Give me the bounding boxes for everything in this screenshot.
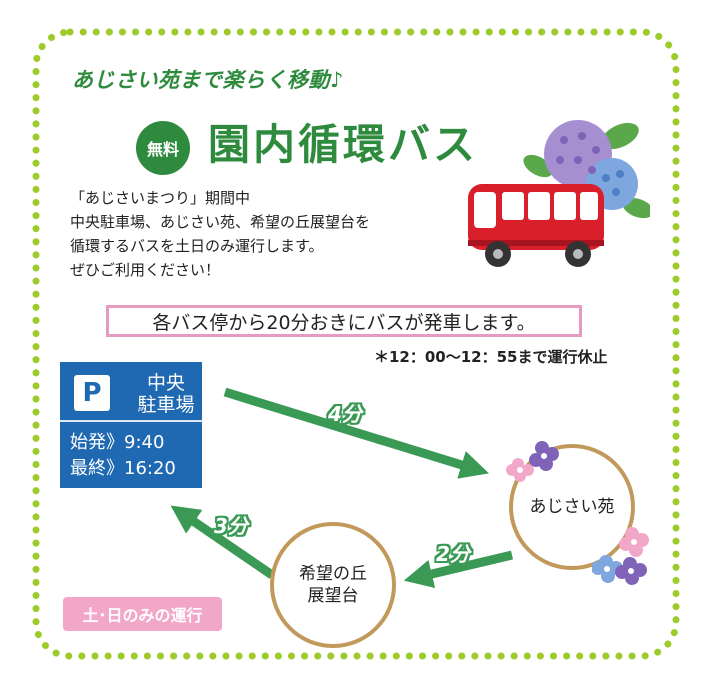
hydrangea-icon [523, 120, 650, 219]
parking-icon: P [74, 375, 110, 411]
description: 「あじさいまつり」期間中 中央駐車場、あじさい苑、希望の丘展望台を 循環するバス… [70, 186, 370, 282]
arrow-icon [403, 550, 514, 589]
arrow-icon [223, 387, 490, 479]
flower-icon [506, 441, 559, 482]
description-line: ぜひご利用ください！ [70, 261, 221, 279]
divider [60, 420, 202, 422]
first-bus: 始発》9:40 [70, 432, 165, 453]
parking-card: P 中央 駐車場 始発》9:40 最終》16:20 [60, 362, 202, 488]
parking-name: 中央 駐車場 [137, 372, 195, 416]
service-break-note: ＊12：00～12：55まで運行休止 [374, 348, 608, 366]
description-line: 「あじさいまつり」期間中 [70, 189, 251, 207]
page-title: 園内循環バス [208, 120, 479, 169]
free-badge: 無料 [136, 121, 190, 175]
last-bus: 最終》16:20 [70, 458, 176, 479]
duration-label: 4分 [328, 402, 362, 426]
duration-label: 3分 [214, 514, 248, 538]
description-line: 循環するバスを土日のみ運行します。 [70, 237, 324, 255]
stop-label: 希望の丘 展望台 [299, 564, 367, 606]
stop-label: あじさい苑 [529, 497, 615, 517]
frequency-notice: 各バス停から20分おきにバスが発車します。 [106, 305, 582, 337]
duration-label: 2分 [436, 542, 470, 566]
arrow-icon [170, 505, 275, 579]
description-line: 中央駐車場、あじさい苑、希望の丘展望台を [70, 213, 371, 231]
stop-kibou: 希望の丘 展望台 [270, 522, 396, 648]
bus-icon [468, 184, 604, 267]
weekend-only-badge: 土･日のみの運行 [63, 597, 222, 631]
tagline: あじさい苑まで楽らく移動♪ [72, 68, 344, 92]
flower-icon [592, 527, 649, 585]
timetable: 始発》9:40 最終》16:20 [70, 430, 176, 482]
